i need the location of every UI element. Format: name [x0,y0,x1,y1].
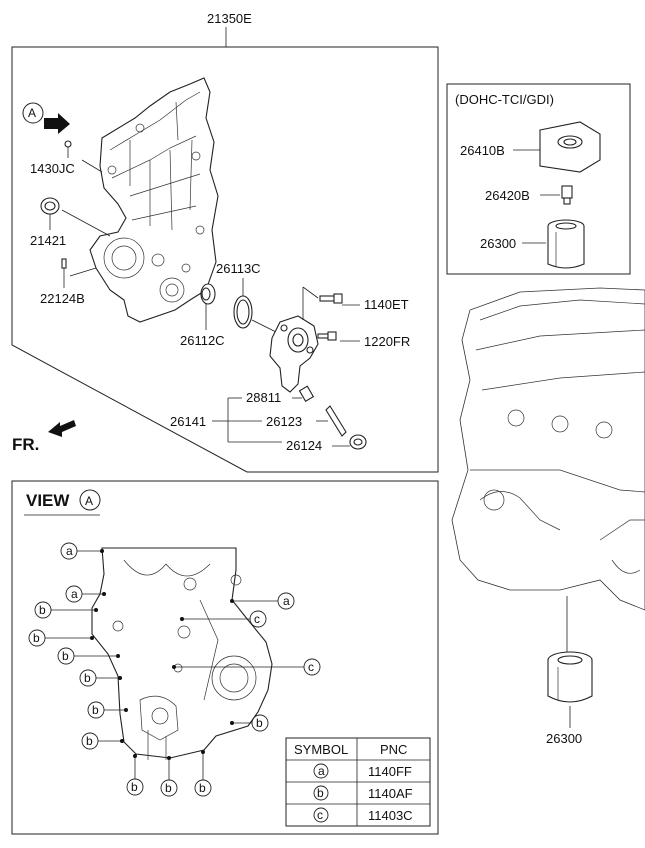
engine-oil-filter[interactable]: 26300 [546,596,593,746]
view-a-letter: A [28,106,36,120]
variant-box: (DOHC-TCI/GDI) 26410B 26420B 26300 [446,83,631,275]
table-header-pnc: PNC [380,742,407,757]
view-a-marker: A [22,102,70,134]
part-28811[interactable]: 28811 [246,385,315,405]
callout-1140ET[interactable]: 1140ET [364,297,409,312]
table-header-symbol: SYMBOL [294,742,348,757]
symbol-b: b [165,781,172,795]
callout-26112C[interactable]: 26112C [180,333,225,348]
callout-22124B[interactable]: 22124B [40,291,85,306]
view-title: VIEW [26,491,70,510]
callout-21421[interactable]: 21421 [30,233,66,248]
view-title-marker: A [85,494,93,508]
timing-cover-illustration [89,77,219,323]
part-1140ET[interactable]: 1140ET [302,286,409,320]
symbol-a: a [66,544,73,558]
symbol-b: b [256,716,263,730]
symbol-b: b [131,780,138,794]
view-symbol-callouts: a a a b b b b b b b b b [28,542,321,797]
symbol-b: b [62,649,69,663]
callout-28811[interactable]: 28811 [246,390,281,405]
engine-block-illustration [451,287,645,611]
main-part-number[interactable]: 21350E [207,11,252,26]
callout-26123[interactable]: 26123 [266,414,302,429]
symbol-a: a [283,594,290,608]
part-26141[interactable]: 26141 [170,397,282,443]
symbol-pnc-table: SYMBOL PNC a 1140FF b 1140AF c 11403C [285,737,431,827]
front-label: FR. [12,435,39,454]
variant-part-26410B[interactable]: 26410B [460,143,505,158]
symbol-b: b [92,703,99,717]
symbol-c: c [308,660,314,674]
table-pnc[interactable]: 11403C [368,808,413,823]
variant-part-26420B[interactable]: 26420B [485,188,530,203]
part-1430JC[interactable]: 1430JC [30,140,103,176]
callout-1430JC[interactable]: 1430JC [30,161,75,176]
main-assembly-frame: 21350E [11,11,439,473]
symbol-b: b [199,781,206,795]
callout-26124[interactable]: 26124 [286,438,322,453]
variant-title: (DOHC-TCI/GDI) [455,92,554,107]
symbol-a: a [71,587,78,601]
oil-filter-housing [269,315,319,393]
symbol-c: c [254,612,260,626]
part-22124B[interactable]: 22124B [40,258,97,306]
variant-part-26300[interactable]: 26300 [480,236,516,251]
part-26113C[interactable]: 26113C [216,261,277,333]
table-symbol: b [317,786,324,800]
symbol-b: b [39,603,46,617]
front-direction-indicator: FR. [12,420,76,454]
table-pnc[interactable]: 1140AF [368,786,413,801]
part-1220FR[interactable]: 1220FR [317,331,410,349]
table-pnc[interactable]: 1140FF [368,764,412,779]
callout-26141[interactable]: 26141 [170,414,206,429]
symbol-b: b [84,671,91,685]
part-26123[interactable]: 26123 [266,405,347,437]
symbol-b: b [86,734,93,748]
callout-26113C[interactable]: 26113C [216,261,261,276]
callout-1220FR[interactable]: 1220FR [364,334,410,349]
table-symbol: c [317,808,323,822]
part-26112C[interactable]: 26112C [180,283,225,348]
engine-filter-part-number[interactable]: 26300 [546,731,582,746]
table-symbol: a [318,764,325,778]
view-a-panel: VIEW A [11,480,439,835]
part-21421[interactable]: 21421 [30,197,111,248]
symbol-b: b [33,631,40,645]
part-26124[interactable]: 26124 [286,434,367,453]
